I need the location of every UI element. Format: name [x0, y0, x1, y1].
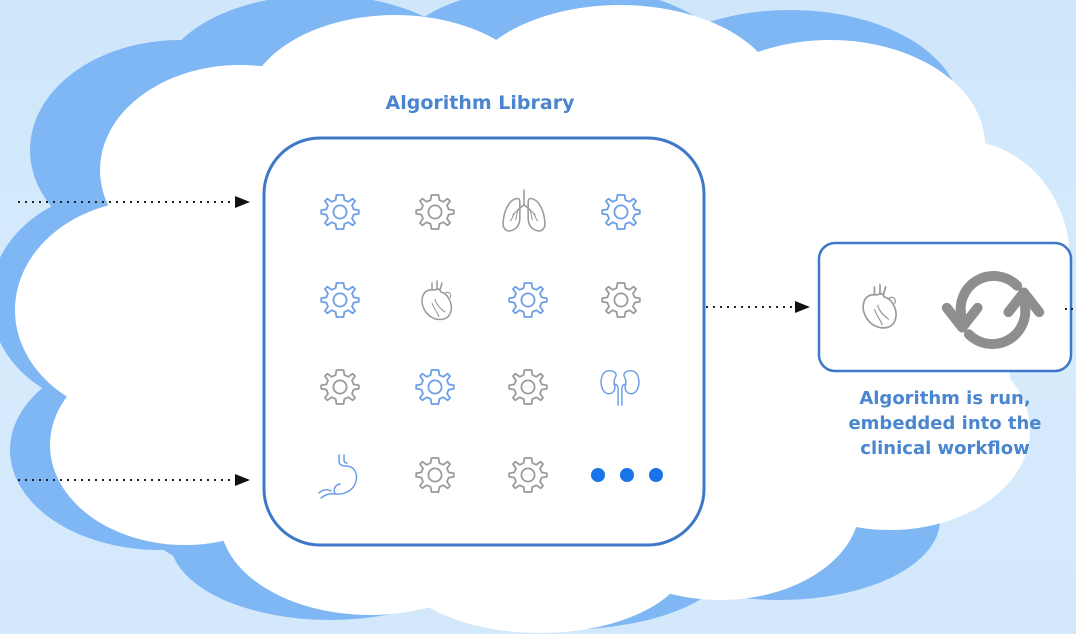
caption-line: Algorithm is run, [859, 388, 1031, 409]
input-arrow-top [18, 196, 250, 208]
caption-line: embedded into the [848, 413, 1042, 434]
algorithm-library-box [262, 136, 706, 547]
more-dots-icon [591, 468, 663, 482]
caption-line: clinical workflow [860, 438, 1030, 459]
input-arrow-bottom [18, 474, 250, 486]
algorithm-library-title: Algorithm Library [385, 92, 575, 114]
run-step-caption: Algorithm is run, embedded into the clin… [800, 386, 1076, 461]
output-arrow [706, 301, 810, 313]
